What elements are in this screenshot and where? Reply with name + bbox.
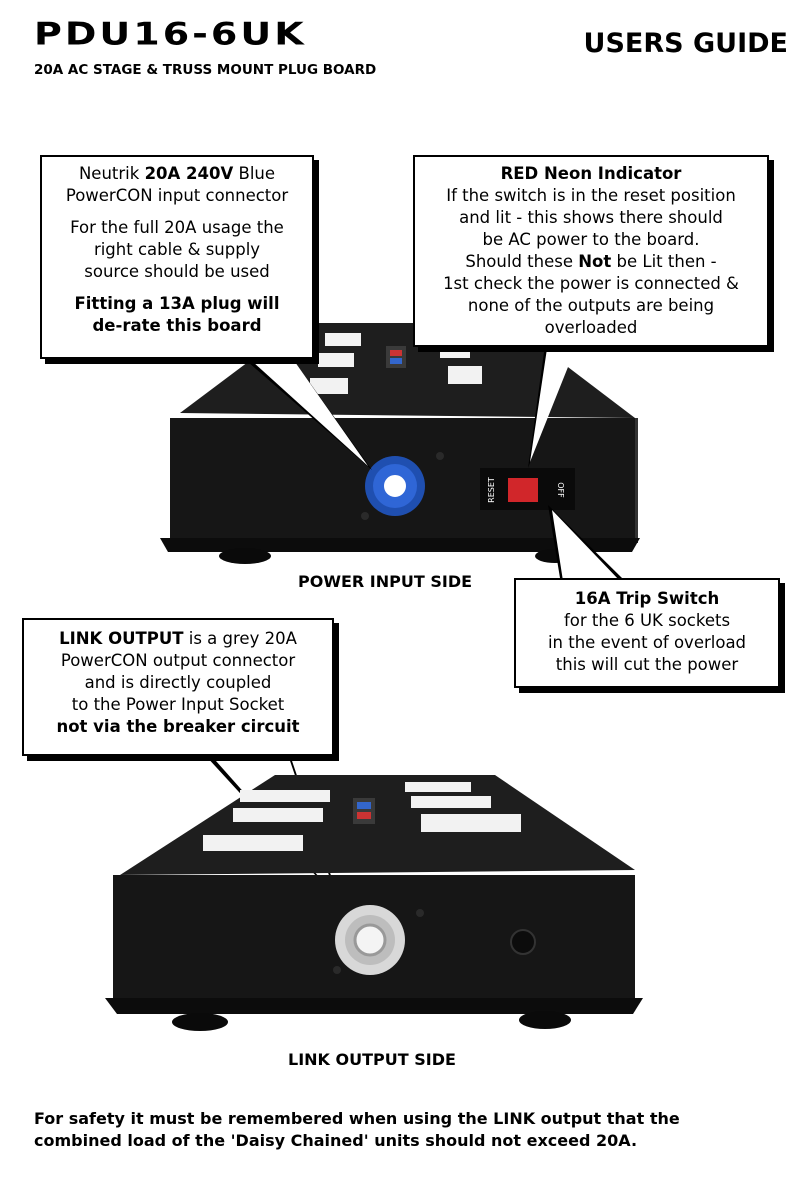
input-usage-line1: For the full 20A usage the <box>70 218 284 237</box>
neon-line5: 1st check the power is connected & <box>443 274 739 293</box>
link-line2: PowerCON output connector <box>60 651 296 670</box>
neon-line4c: be Lit then - <box>611 252 717 271</box>
off-label: OFF <box>556 482 565 498</box>
model-title: PDU16-6UK <box>34 16 307 53</box>
input-rating: 20A 240V <box>144 164 234 183</box>
callout-link-output: LINK OUTPUT is a grey 20A PowerCON outpu… <box>22 618 334 756</box>
input-connector-text: PowerCON input connector <box>65 186 289 205</box>
neon-line2: and lit - this shows there should <box>459 208 723 227</box>
link-output-side-photo <box>105 775 643 1031</box>
trip-title: 16A Trip Switch <box>574 589 720 608</box>
link-line3: and is directly coupled <box>84 673 272 692</box>
neon-title: RED Neon Indicator <box>500 164 682 183</box>
link-line5: not via the breaker circuit <box>56 717 300 736</box>
trip-line1: for the 6 UK sockets <box>563 611 731 630</box>
subtitle: 20A AC STAGE & TRUSS MOUNT PLUG BOARD <box>34 62 377 78</box>
callout-neon-indicator: RED Neon Indicator If the switch is in t… <box>413 155 769 347</box>
trip-line3: this will cut the power <box>555 655 739 674</box>
input-warning-line2: de-rate this board <box>92 316 262 335</box>
power-input-side-caption: POWER INPUT SIDE <box>298 572 473 591</box>
link-output-side-caption: LINK OUTPUT SIDE <box>288 1050 456 1069</box>
neon-line1: If the switch is in the reset position <box>446 186 736 205</box>
neon-line6: none of the outputs are being <box>467 296 715 315</box>
input-text-a: Neutrik <box>78 164 145 183</box>
input-usage-line2: right cable & supply <box>93 240 261 259</box>
safety-note-line1: For safety it must be remembered when us… <box>34 1109 680 1128</box>
link-line1: is a grey 20A <box>183 629 297 648</box>
neon-line3: be AC power to the board. <box>482 230 700 249</box>
safety-note-line2: combined load of the 'Daisy Chained' uni… <box>34 1131 638 1150</box>
neon-line7: overloaded <box>544 318 638 337</box>
neon-not: Not <box>578 252 612 271</box>
input-warning-line1: Fitting a 13A plug will <box>74 294 280 313</box>
neon-line4a: Should these <box>465 252 579 271</box>
callout-trip-switch: 16A Trip Switch for the 6 UK sockets in … <box>514 578 780 688</box>
users-guide-heading: USERS GUIDE <box>583 28 788 59</box>
input-usage-line3: source should be used <box>84 262 270 281</box>
link-line4: to the Power Input Socket <box>71 695 285 714</box>
callout-input-connector: Neutrik 20A 240V Blue PowerCON input con… <box>40 155 314 359</box>
link-title: LINK OUTPUT <box>59 629 184 648</box>
safety-note: For safety it must be remembered when us… <box>34 1108 794 1152</box>
input-text-c: Blue <box>233 164 276 183</box>
reset-label: RESET <box>487 477 496 503</box>
trip-line2: in the event of overload <box>547 633 747 652</box>
